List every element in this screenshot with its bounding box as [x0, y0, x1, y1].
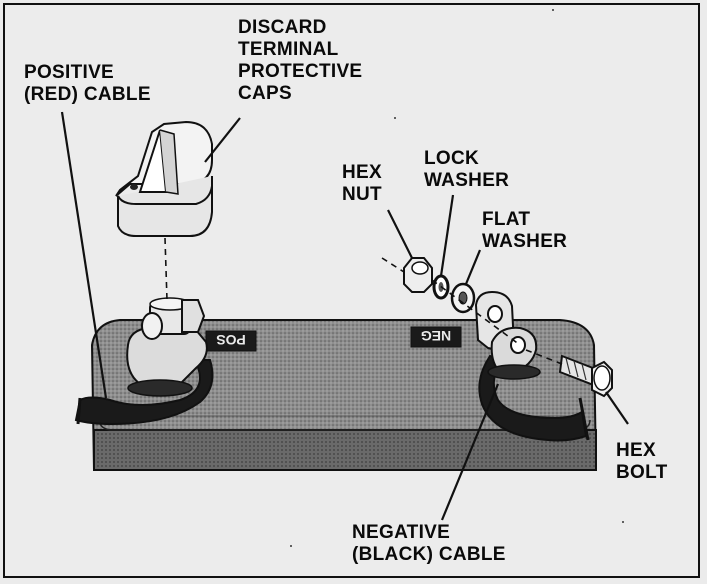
- label-line: CAPS: [238, 83, 292, 104]
- neg-mark: NEG: [410, 326, 462, 348]
- hex-nut: [403, 257, 433, 293]
- assembly-lines: [164, 237, 563, 365]
- lock-washer-leader: [439, 194, 455, 277]
- label-line: PROTECTIVE: [238, 61, 363, 82]
- label-line: TERMINAL: [238, 39, 339, 60]
- negative-cable-leader: [440, 383, 500, 521]
- label-flat-washer: FLAT WASHER: [482, 209, 567, 253]
- label-line: HEX: [342, 162, 382, 183]
- flat-washer-leader: [464, 249, 482, 285]
- label-hex-nut: HEX NUT: [342, 162, 382, 206]
- label-line: (BLACK) CABLE: [352, 544, 506, 565]
- positive-terminal: [74, 297, 214, 426]
- positive-cable-leader: [60, 111, 108, 399]
- label-line: (RED) CABLE: [24, 84, 151, 105]
- label-line: HEX: [616, 440, 656, 461]
- label-discard-caps: DISCARD TERMINAL PROTECTIVE CAPS: [238, 17, 362, 105]
- label-line: FLAT: [482, 209, 531, 230]
- label-line: NEGATIVE: [352, 522, 451, 543]
- flat-washer: [450, 282, 476, 314]
- hex-bolt: [558, 354, 613, 398]
- print-specks: [290, 9, 624, 547]
- hardware-axis-line: [431, 279, 521, 346]
- label-line: BOLT: [616, 462, 668, 483]
- label-line: WASHER: [424, 170, 510, 191]
- diagram-frame: [3, 3, 700, 578]
- label-lock-washer: LOCK WASHER: [424, 148, 509, 192]
- label-line: WASHER: [482, 231, 568, 252]
- negative-terminal: [474, 290, 590, 442]
- label-line: POSITIVE: [24, 62, 115, 83]
- nut-axis-line: [381, 257, 405, 273]
- hex-nut-leader: [387, 209, 413, 259]
- battery: [90, 319, 598, 472]
- label-line: DISCARD: [238, 17, 327, 38]
- neg-mark-text: NEG: [421, 328, 451, 344]
- pos-mark-text: POS: [216, 332, 246, 348]
- hex-bolt-leader: [605, 391, 629, 425]
- leader-lines: [60, 111, 629, 521]
- caps-leader: [204, 117, 241, 163]
- terminal-protective-cap: [115, 120, 213, 237]
- label-negative-cable: NEGATIVE (BLACK) CABLE: [352, 522, 506, 566]
- label-line: NUT: [342, 184, 382, 205]
- label-line: LOCK: [424, 148, 480, 169]
- pos-mark: POS: [205, 330, 257, 352]
- label-positive-cable: POSITIVE (RED) CABLE: [24, 62, 151, 106]
- label-hex-bolt: HEX BOLT: [616, 440, 668, 484]
- cap-to-post-line: [164, 237, 168, 301]
